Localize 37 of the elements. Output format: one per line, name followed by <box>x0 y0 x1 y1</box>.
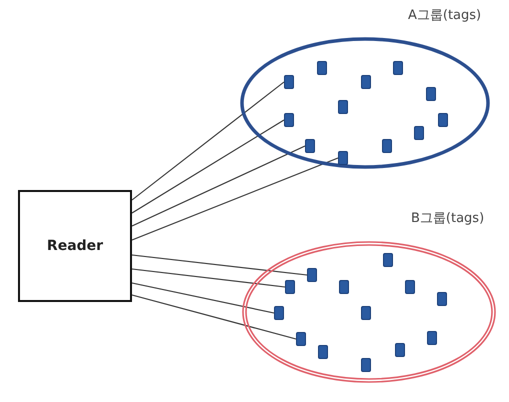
connector-line <box>132 294 296 340</box>
connector-line <box>132 120 284 214</box>
tag-chip <box>361 75 371 89</box>
tag-chip <box>339 280 349 294</box>
tag-chip <box>284 113 294 127</box>
connector-line <box>132 146 306 226</box>
tag-chip <box>284 75 294 89</box>
tag-chip <box>285 280 295 294</box>
tag-chip <box>307 268 317 282</box>
tag-chip <box>414 126 424 140</box>
tag-chip <box>393 61 403 75</box>
tag-chip <box>438 113 448 127</box>
tag-chip <box>318 345 328 359</box>
tag-chip <box>361 306 371 320</box>
connector-line <box>132 157 338 241</box>
tag-chip <box>317 61 327 75</box>
tag-chip <box>405 280 415 294</box>
tag-chip <box>338 100 348 114</box>
tag-chip <box>382 139 392 153</box>
tag-chip <box>361 358 371 372</box>
tag-chip <box>274 306 284 320</box>
tag-chip <box>426 87 436 101</box>
tag-chip <box>338 151 348 165</box>
reader-box <box>18 190 132 302</box>
tag-chip <box>305 139 315 153</box>
reader-label: Reader <box>46 238 104 254</box>
group-label: B그룹(tags) <box>411 210 484 227</box>
tag-chip <box>395 343 405 357</box>
tag-chip <box>383 253 393 267</box>
tag-chip <box>296 332 306 346</box>
group-label: A그룹(tags) <box>408 7 482 24</box>
connector-line <box>132 268 286 288</box>
connector-line <box>132 254 308 276</box>
connector-line <box>132 82 284 200</box>
tag-chip <box>437 292 447 306</box>
tag-chip <box>427 331 437 345</box>
connector-line <box>132 282 274 314</box>
